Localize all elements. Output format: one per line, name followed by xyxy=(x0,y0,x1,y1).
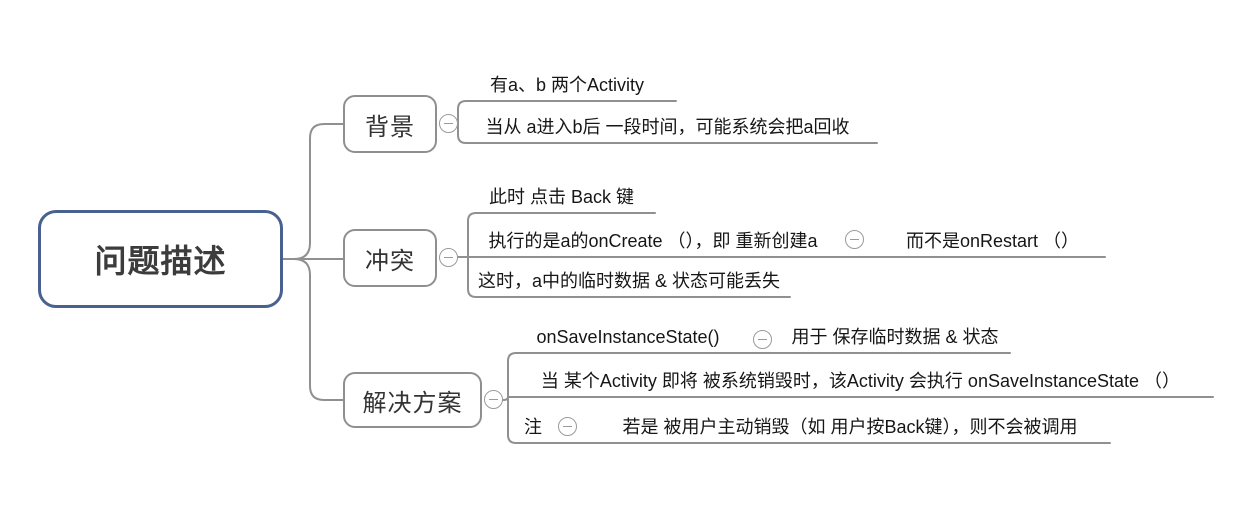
minus-icon xyxy=(444,256,453,259)
subtopic-background-1[interactable]: 有a、b 两个Activity xyxy=(489,75,645,95)
collapse-icon[interactable] xyxy=(439,114,458,133)
subtopic-solution-2[interactable]: 当 某个Activity 即将 被系统销毁时，该Activity 会执行 onS… xyxy=(540,371,1181,391)
subtopic-conflict-2-detail[interactable]: 而不是onRestart （） xyxy=(905,231,1080,251)
root-topic-node[interactable]: 问题描述 xyxy=(38,210,283,308)
minus-icon xyxy=(444,122,453,125)
branch-topic-background[interactable]: 背景 xyxy=(343,95,437,153)
collapse-icon[interactable] xyxy=(439,248,458,267)
minus-icon xyxy=(563,425,572,428)
branch-topic-solution[interactable]: 解决方案 xyxy=(343,372,482,428)
minus-icon xyxy=(489,398,498,401)
collapse-icon[interactable] xyxy=(484,390,503,409)
minus-icon xyxy=(850,238,859,241)
collapse-icon[interactable] xyxy=(558,417,577,436)
branch-topic-conflict[interactable]: 冲突 xyxy=(343,229,437,287)
branch-topic-label: 冲突 xyxy=(365,247,415,275)
subtopic-conflict-2[interactable]: 执行的是a的onCreate （），即 重新创建a xyxy=(488,231,818,251)
minus-icon xyxy=(758,338,767,341)
subtopic-solution-1-detail[interactable]: 用于 保存临时数据 & 状态 xyxy=(791,327,999,347)
subtopic-conflict-1[interactable]: 此时 点击 Back 键 xyxy=(488,187,635,207)
subtopic-conflict-3[interactable]: 这时，a中的临时数据 & 状态可能丢失 xyxy=(477,271,781,291)
subtopic-solution-3[interactable]: 注 xyxy=(524,417,542,437)
branch-topic-label: 背景 xyxy=(365,113,415,141)
collapse-icon[interactable] xyxy=(845,230,864,249)
branch-topic-label: 解决方案 xyxy=(362,389,463,417)
subtopic-solution-1[interactable]: onSaveInstanceState() xyxy=(536,327,720,347)
root-topic-label: 问题描述 xyxy=(94,243,227,279)
subtopic-background-2[interactable]: 当从 a进入b后 一段时间，可能系统会把a回收 xyxy=(485,117,850,137)
subtopic-solution-3-detail[interactable]: 若是 被用户主动销毁（如 用户按Back键），则不会被调用 xyxy=(622,417,1078,437)
collapse-icon[interactable] xyxy=(753,330,772,349)
